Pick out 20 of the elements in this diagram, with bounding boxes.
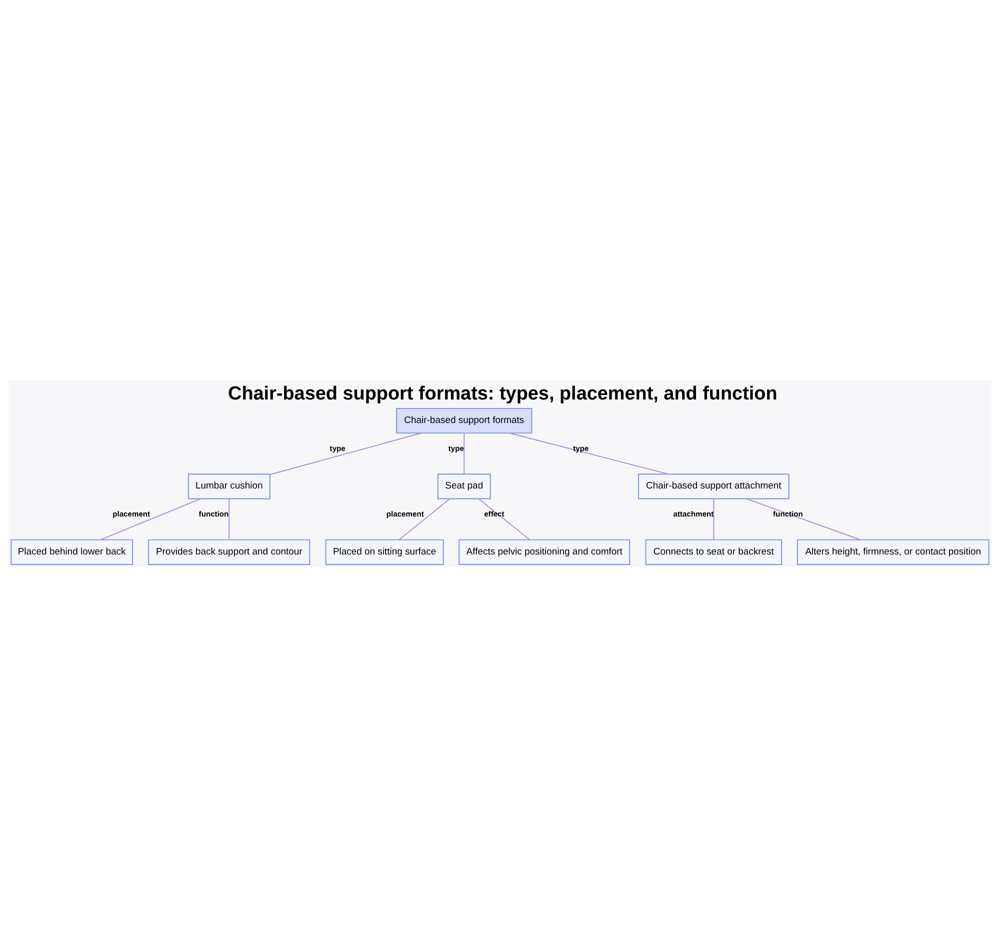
node-box: Placed behind lower back: [10, 538, 133, 564]
node-box: Lumbar cushion: [188, 473, 270, 499]
node-box: Chair-based support formats: [396, 407, 532, 434]
node-box: Placed on sitting surface: [325, 538, 444, 564]
connector: [269, 432, 422, 475]
node-box: Provides back support and contour: [148, 538, 310, 564]
node-box: Seat pad: [437, 473, 491, 499]
connector: [228, 498, 230, 540]
diagram-title: Chair-based support formats: types, placement, and function: [228, 383, 778, 404]
node-box: Chair-based support attachment: [638, 473, 790, 499]
connector: [398, 498, 450, 540]
node-box: Connects to seat or backrest: [645, 538, 782, 564]
connector: [746, 498, 861, 540]
node-box: Alters height, firmness, or contact position: [796, 538, 990, 564]
node-box: Affects pelvic positioning and comfort: [458, 538, 630, 564]
connector: [478, 498, 530, 540]
connector: [100, 498, 201, 540]
connector: [713, 498, 714, 540]
connector: [509, 432, 669, 474]
connector: [464, 432, 465, 474]
